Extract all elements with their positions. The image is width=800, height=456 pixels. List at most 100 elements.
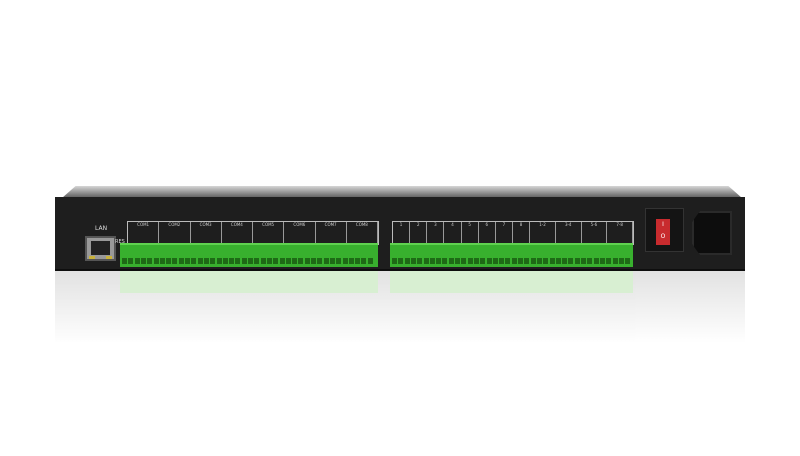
switch-group-label: 5-6 (582, 222, 608, 244)
terminal-pin (292, 258, 298, 264)
com-label: COM6 (284, 222, 316, 244)
terminal-pin (455, 258, 460, 264)
relay-label: 3 (427, 222, 445, 244)
terminal-pin (606, 258, 612, 264)
terminal-pin (298, 258, 304, 264)
terminal-pin (317, 258, 323, 264)
switch-on-mark: I (662, 221, 664, 228)
terminal-pin (618, 258, 624, 264)
terminal-pin (329, 258, 335, 264)
terminal-pin (266, 258, 272, 264)
terminal-pin (562, 258, 568, 264)
terminal-block-left[interactable] (120, 243, 378, 267)
terminal-pin (323, 258, 329, 264)
terminal-pin (417, 258, 423, 264)
reset-label: RES (115, 239, 125, 245)
terminal-pin (549, 258, 555, 264)
terminal-pin (511, 258, 517, 264)
com-label: COM8 (347, 222, 378, 244)
terminal-pin (254, 258, 260, 264)
power-socket[interactable] (692, 211, 732, 255)
terminal-pin (505, 258, 511, 264)
lan-port[interactable] (85, 236, 116, 261)
terminal-pin (172, 258, 178, 264)
terminal-pin (191, 258, 197, 264)
terminal-block-right[interactable] (390, 243, 633, 267)
terminal-pin (536, 258, 542, 264)
terminal-pin (530, 258, 536, 264)
terminal-pin (612, 258, 618, 264)
com-label: COM3 (191, 222, 222, 244)
terminal-pin (473, 258, 479, 264)
terminal-pin (222, 258, 228, 264)
switch-off-mark: O (660, 233, 666, 240)
terminal-pin (159, 258, 165, 264)
terminal-pin (568, 258, 574, 264)
terminal-pin (436, 258, 442, 264)
terminal-pin (203, 258, 209, 264)
switch-group-label: 1-2 (530, 222, 556, 244)
relay-label: 2 (410, 222, 428, 244)
terminal-pin (216, 258, 222, 264)
terminal-pin (336, 258, 342, 264)
terminal-pin (518, 258, 523, 264)
relay-label: 4 (444, 222, 462, 244)
relay-label: 6 (479, 222, 496, 244)
terminal-pin (122, 258, 127, 264)
terminal-pin (178, 258, 184, 264)
terminal-pin (593, 258, 599, 264)
lan-label: LAN (95, 225, 108, 232)
terminal-pin (429, 258, 435, 264)
com-label: COM1 (128, 222, 160, 244)
device-top-surface (62, 186, 742, 198)
terminal-pin (492, 258, 498, 264)
terminal-pin (543, 258, 549, 264)
com-label: COM5 (253, 222, 285, 244)
relay-label: 8 (513, 222, 531, 244)
terminal-pin (461, 258, 467, 264)
terminal-pin (153, 258, 159, 264)
terminal-pin (599, 258, 605, 264)
terminal-pin (625, 258, 631, 264)
terminal-pin (134, 258, 140, 264)
terminal-pin (467, 258, 473, 264)
terminal-pin (404, 258, 410, 264)
terminal-pin (185, 258, 190, 264)
terminal-pin (392, 258, 397, 264)
terminal-pin (574, 258, 580, 264)
switch-group-label: 3-4 (556, 222, 582, 244)
terminal-pin (398, 258, 404, 264)
terminal-pin (410, 258, 416, 264)
terminal-pin (581, 258, 586, 264)
terminal-pin (342, 258, 348, 264)
terminal-pin (235, 258, 241, 264)
terminal-pin (555, 258, 561, 264)
terminal-pin (241, 258, 247, 264)
terminal-pin (140, 258, 146, 264)
terminal-pin (361, 258, 367, 264)
terminal-pin (348, 258, 354, 264)
terminal-pin (248, 258, 253, 264)
terminal-pin (260, 258, 266, 264)
switch-group-label: 7-8 (607, 222, 634, 244)
terminal-pin (147, 258, 153, 264)
terminal-pin (480, 258, 486, 264)
terminal-pin (229, 258, 235, 264)
terminal-pin (355, 258, 361, 264)
com-label: COM2 (159, 222, 191, 244)
terminal-pin (128, 258, 134, 264)
relay-label: 1 (393, 222, 411, 244)
com-label: COM4 (222, 222, 253, 244)
terminal-pin (279, 258, 285, 264)
terminal-pin (304, 258, 310, 264)
terminal-pin (273, 258, 279, 264)
terminal-pin (311, 258, 316, 264)
terminal-pin (448, 258, 454, 264)
terminal-pin (587, 258, 593, 264)
terminal-pin (285, 258, 291, 264)
